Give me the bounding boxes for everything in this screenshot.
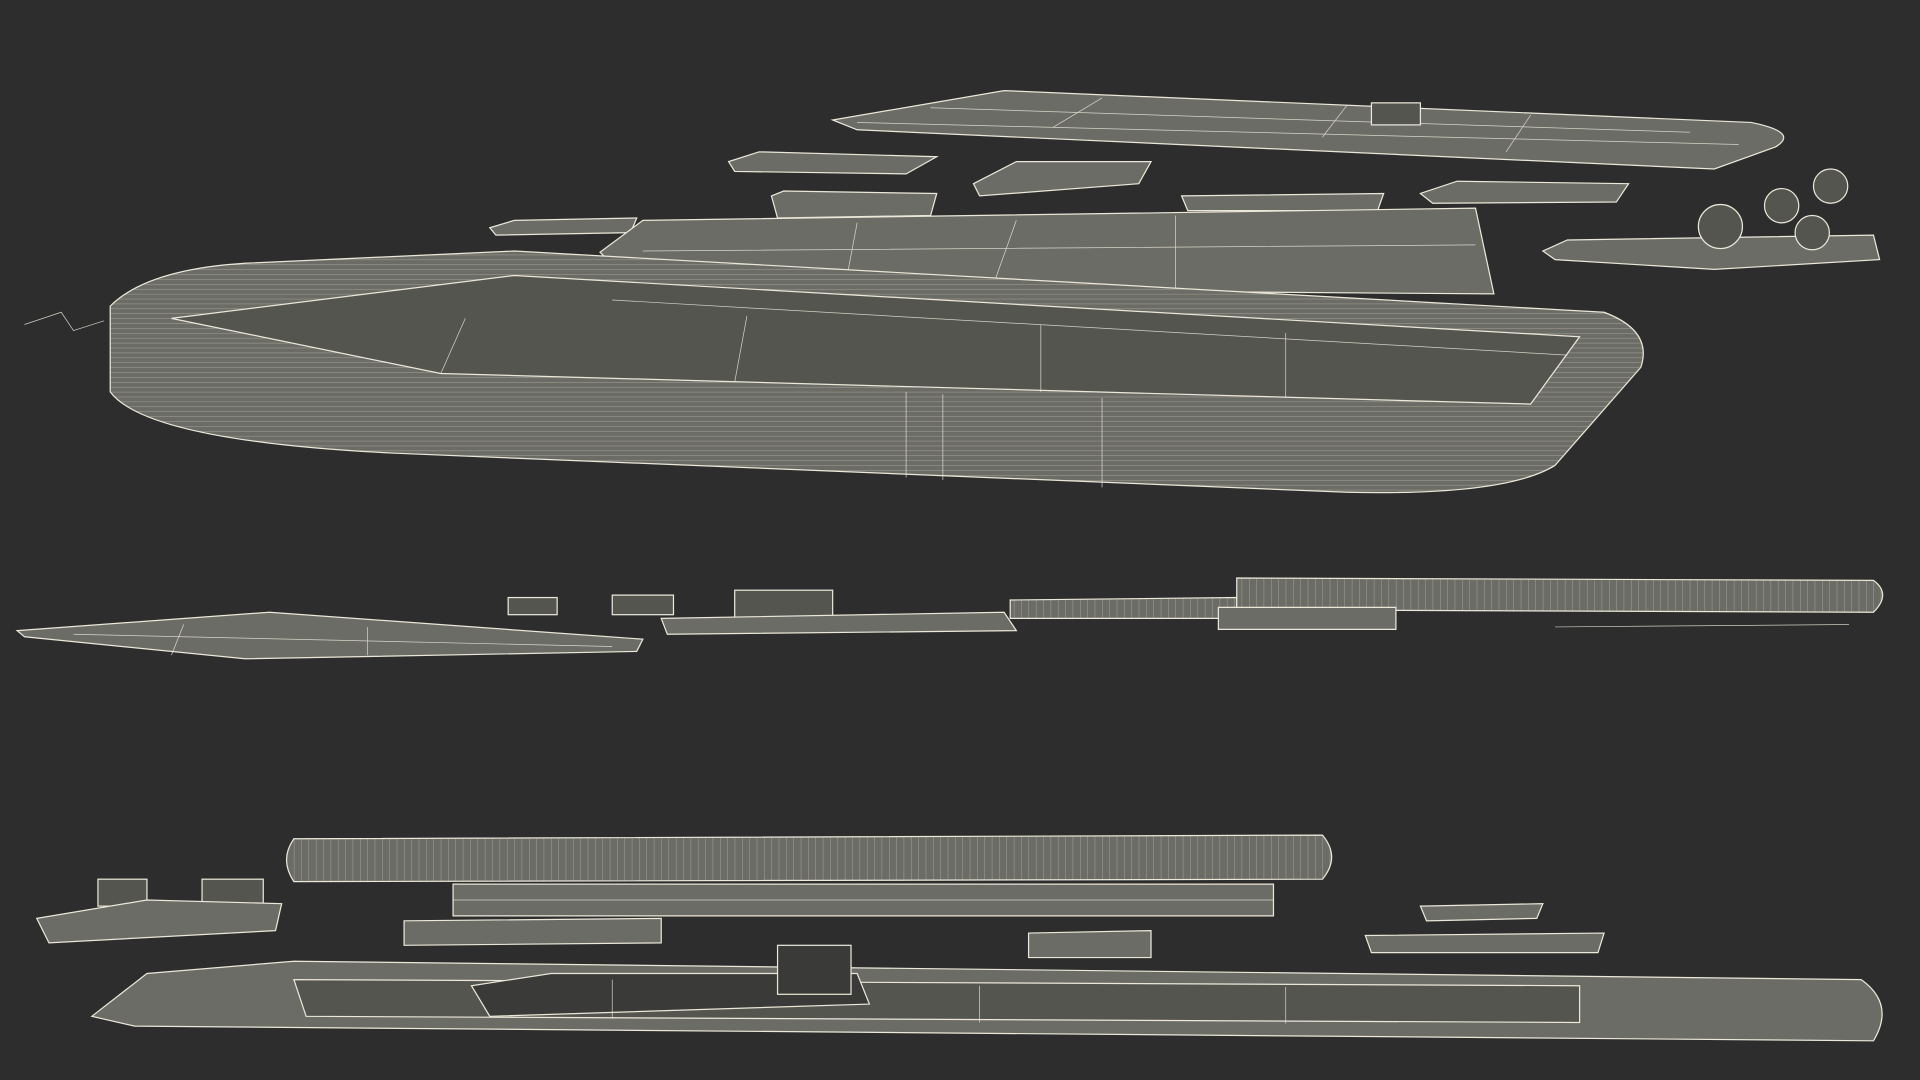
phone-frame-body xyxy=(109,250,1644,494)
back-cover-panel xyxy=(830,89,1785,170)
view-side xyxy=(15,577,1884,660)
view-bottom xyxy=(35,834,1883,1042)
view-perspective xyxy=(24,89,1881,494)
small-components-row xyxy=(488,151,1881,271)
